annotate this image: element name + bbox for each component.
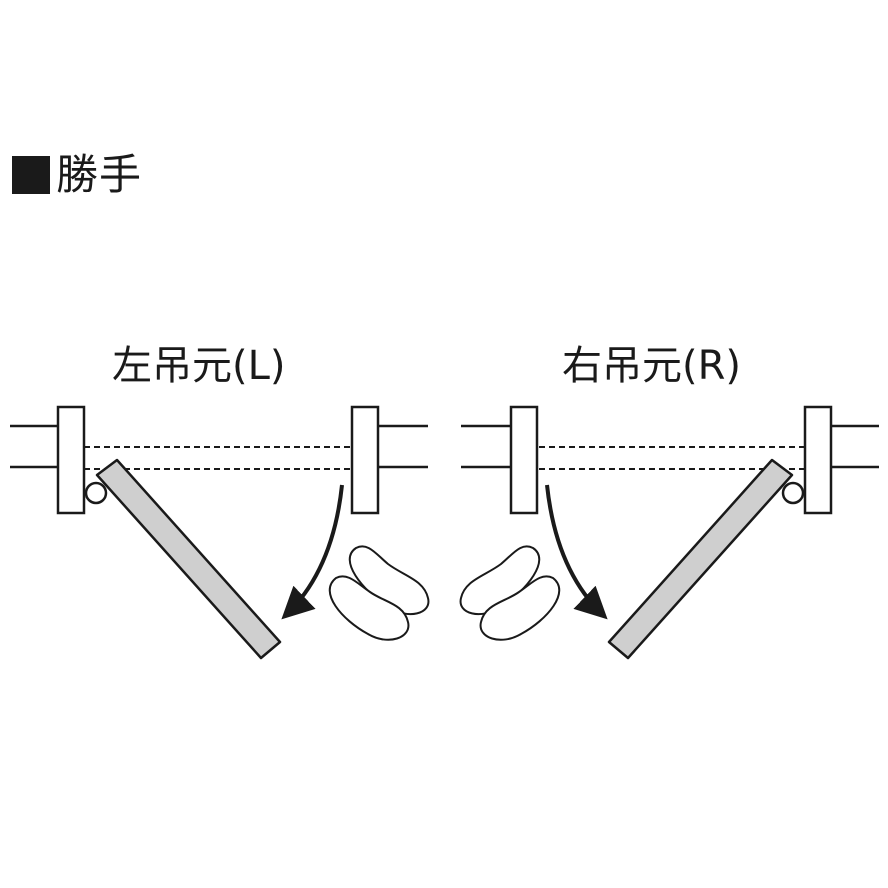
left-hinge-caption: 左吊元(L) bbox=[112, 343, 286, 389]
heading-text: 勝手 bbox=[56, 150, 143, 199]
swing-direction-arrow bbox=[281, 484, 344, 620]
left-hinge-diagram bbox=[10, 405, 430, 660]
section-heading: 勝手 bbox=[12, 150, 142, 200]
heading-square-marker bbox=[12, 156, 50, 194]
right-hinge-diagram bbox=[459, 405, 879, 660]
right-panel-swing-arrow bbox=[545, 484, 608, 620]
hinge-circle bbox=[84, 481, 108, 505]
right-hinge-caption: 右吊元(R) bbox=[562, 343, 742, 389]
right-panel-hinge-jamb bbox=[803, 405, 833, 515]
open-door-leaf bbox=[95, 458, 282, 660]
right-panel-footprints-icon bbox=[459, 545, 561, 641]
footprints-icon bbox=[328, 545, 430, 641]
right-panel-strike-jamb bbox=[509, 405, 539, 515]
right-panel-open-door-leaf bbox=[607, 458, 794, 660]
right-panel-hinge-circle bbox=[781, 481, 805, 505]
left-door-jamb bbox=[56, 405, 86, 515]
right-door-jamb bbox=[350, 405, 380, 515]
